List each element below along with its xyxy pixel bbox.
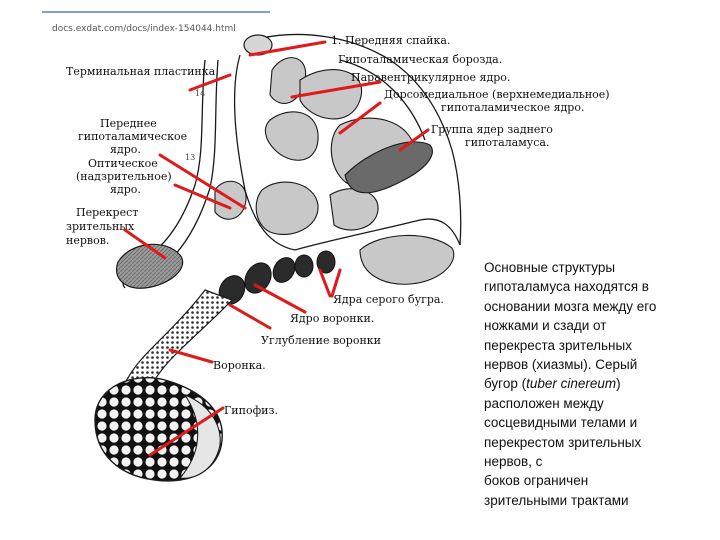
label-infundibular-nucleus: Ядро воронки.: [290, 312, 374, 325]
mammillary-body: [359, 234, 455, 285]
label-anterior-nucleus-2: гипоталамическое: [78, 130, 187, 143]
label-lamina-terminalis: Терминальная пластинка.: [66, 65, 219, 78]
label-supraoptic-3: ядро.: [110, 183, 141, 196]
optic-chiasm: [116, 243, 184, 289]
label-supraoptic-1: Оптическое: [88, 157, 158, 170]
nucleus-dark-5: [316, 250, 336, 274]
caption-text-before: Основные структуры гипоталамуса находятс…: [484, 260, 657, 392]
label-chiasm-1: Перекрест: [76, 206, 138, 219]
marker-14: 14: [195, 89, 205, 98]
tuber-cinereum-nuclei: [218, 250, 336, 305]
label-infundibulum: Воронка.: [213, 359, 266, 372]
pointer-infundibular-nucleus: [253, 283, 307, 314]
label-chiasm-2: зрительных: [66, 220, 135, 233]
pointer-paraventricular: [290, 80, 382, 99]
nucleus-dark-3: [272, 257, 296, 283]
pointer-infundibular-recess: [228, 303, 272, 330]
caption-text-after: ) расположен между сосцевидными телами и…: [484, 376, 642, 508]
pointer-infundibulum: [168, 348, 214, 364]
hypophysis: [94, 377, 223, 482]
pointer-hypophysis: [148, 406, 225, 457]
label-anterior-commissure: 1. Передняя спайка.: [331, 34, 450, 47]
source-url: docs.exdat.com/docs/index-154044.html: [52, 24, 236, 34]
label-chiasm-3: нервов.: [66, 234, 109, 247]
pointer-posterior-group: [398, 128, 430, 152]
nucleus-dorsomedial: [264, 111, 319, 161]
label-paraventricular: Паравентрикулярное ядро.: [351, 71, 510, 84]
label-dorsomedial-1: Дорсомедиальное (верхнемедиальное): [384, 88, 610, 101]
nucleus-dark-4: [294, 254, 314, 278]
label-supraoptic-2: (надзрительное): [76, 170, 172, 183]
posterior-hypothalamic-nuclei: [344, 141, 433, 194]
pointer-lines: [123, 40, 430, 457]
label-tuber-nuclei: Ядра серого бугра.: [333, 293, 444, 306]
pointer-tuber-nuclei-b: [330, 268, 342, 298]
labels: 1. Передняя спайка. Гипоталамическая бор…: [66, 34, 610, 417]
label-infundibular-recess: Углубление воронки: [261, 334, 381, 347]
pointer-supraoptic: [173, 183, 232, 210]
label-posterior-group-1: Группа ядер заднего: [431, 123, 553, 136]
pointer-anterior-nucleus: [158, 153, 247, 210]
marker-13: 13: [185, 153, 195, 162]
caption-latin-term: tuber cinereum: [526, 376, 617, 392]
pointer-tuber-nuclei-a: [318, 268, 332, 298]
pointer-anterior-commissure: [248, 40, 327, 57]
nucleus-paraventricular-b: [299, 69, 363, 120]
label-hypophysis: Гипофиз.: [224, 404, 278, 417]
caption-text: Основные структуры гипоталамуса находятс…: [484, 258, 714, 510]
pointer-chiasm: [123, 228, 167, 260]
label-anterior-nucleus-1: Переднее: [100, 117, 157, 130]
hypothalamic-nuclei: [214, 57, 455, 285]
nucleus-tuber: [329, 188, 379, 231]
label-anterior-nucleus-3: ядро.: [110, 143, 141, 156]
label-dorsomedial-2: гипоталамическое ядро.: [441, 101, 584, 114]
nucleus-dark-2: [244, 262, 272, 294]
pointer-lamina-terminalis: [188, 73, 232, 92]
label-hypothalamic-sulcus: Гипоталамическая борозда.: [338, 53, 502, 66]
label-posterior-group-2: гипоталамуса.: [465, 136, 549, 149]
nucleus-anterior-hypothalamic: [255, 181, 319, 236]
pointer-dorsomedial: [338, 101, 382, 135]
